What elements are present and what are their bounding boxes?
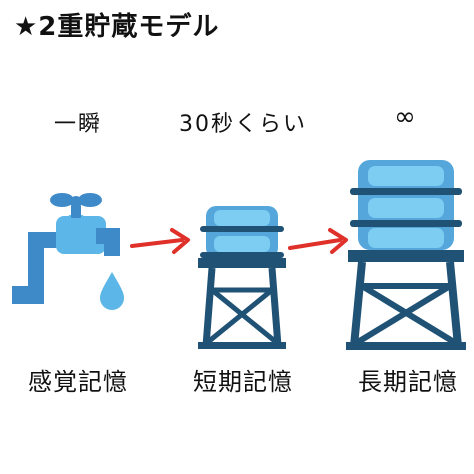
faucet-icon [12,193,124,310]
short-term-duration: 30秒くらい [179,112,307,137]
faucet-dome [58,214,94,250]
faucet-stem [71,206,81,218]
sensory-duration: 一瞬 [53,112,103,137]
right-arrow-icon [130,228,190,254]
faucet-spout [96,228,120,256]
sensory-memory-label: 感覚記憶 [28,368,128,396]
faucet-handle-center [70,196,82,208]
water-drop-icon [100,272,124,310]
long-term-memory-label: 長期記憶 [358,368,458,396]
diagram-title: ★2重貯蔵モデル [14,12,220,42]
faucet-pipe [12,232,60,304]
right-arrow-icon [288,228,348,254]
short-term-memory-label: 短期記憶 [193,368,293,396]
small-water-tank-icon [198,206,286,349]
faucet-handle-right [78,193,102,207]
faucet-handle-left [50,193,74,207]
large-water-tank-icon [346,160,466,350]
long-term-duration: ∞ [394,102,418,132]
